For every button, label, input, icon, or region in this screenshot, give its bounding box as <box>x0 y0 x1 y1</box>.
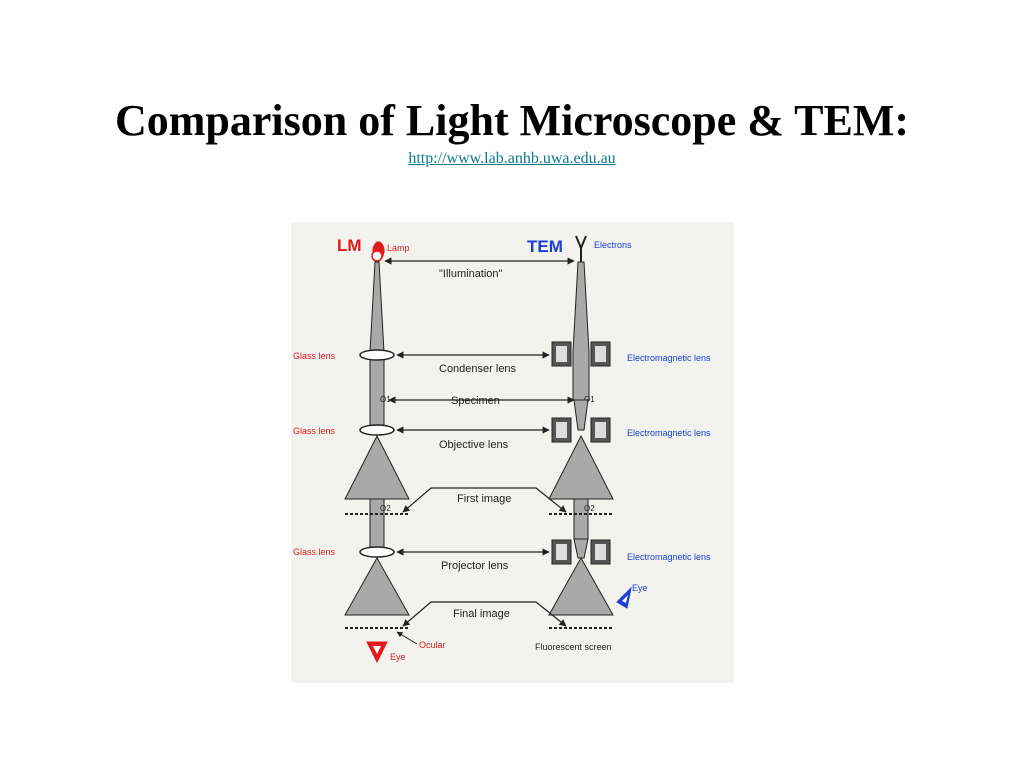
final-image-label: Final image <box>453 608 510 620</box>
tem-beam-top <box>572 261 590 401</box>
lm-objective-cone <box>344 434 410 500</box>
tem-o1-label: O1 <box>584 395 595 404</box>
lm-column: O1 O2 <box>344 241 418 664</box>
tem-objective-lens <box>551 417 611 443</box>
em-lens-label-1: Electromagnetic lens <box>627 353 711 363</box>
tem-condenser-lens <box>551 341 611 367</box>
tem-column: O1 O2 <box>548 235 632 629</box>
tem-objective-cone <box>548 434 614 500</box>
tem-eye-icon <box>616 586 632 609</box>
lm-header: LM <box>337 236 362 255</box>
objective-lens-label: Objective lens <box>439 439 509 451</box>
specimen-label: Specimen <box>451 395 500 407</box>
illumination-label: "Illumination" <box>439 268 503 280</box>
tem-projector-cone <box>548 556 614 616</box>
lamp-label: Lamp <box>387 243 410 253</box>
lm-objective-lens <box>359 424 395 436</box>
electron-source-icon <box>575 235 587 251</box>
source-link[interactable]: http://www.lab.anhb.uwa.edu.au <box>408 150 616 167</box>
lm-projector-lens <box>359 546 395 558</box>
slide-title: Comparison of Light Microscope & TEM: <box>115 96 909 145</box>
microscope-comparison-figure: O1 O2 O1 <box>291 222 734 683</box>
tem-o2-label: O2 <box>584 504 595 513</box>
lm-o2-label: O2 <box>380 504 391 513</box>
lm-projector-cone <box>344 556 410 616</box>
glass-lens-label-1: Glass lens <box>293 351 336 361</box>
ocular-label: Ocular <box>419 640 446 650</box>
condenser-lens-label: Condenser lens <box>439 363 517 375</box>
lm-eye-label: Eye <box>390 652 406 662</box>
tem-eye-label: Eye <box>632 583 648 593</box>
electrons-label: Electrons <box>594 240 632 250</box>
projector-lens-label: Projector lens <box>441 560 509 572</box>
em-lens-label-3: Electromagnetic lens <box>627 552 711 562</box>
glass-lens-label-3: Glass lens <box>293 547 336 557</box>
fluorescent-screen-label: Fluorescent screen <box>535 642 612 652</box>
glass-lens-label-2: Glass lens <box>293 426 336 436</box>
tem-projector-lens <box>551 539 611 565</box>
center-arrows <box>384 257 575 627</box>
lm-o1-label: O1 <box>380 395 391 404</box>
lm-condenser-lens <box>359 349 395 361</box>
em-lens-label-2: Electromagnetic lens <box>627 428 711 438</box>
tem-header: TEM <box>527 237 563 256</box>
first-image-label: First image <box>457 493 511 505</box>
microscope-diagram: O1 O2 O1 <box>293 235 711 664</box>
